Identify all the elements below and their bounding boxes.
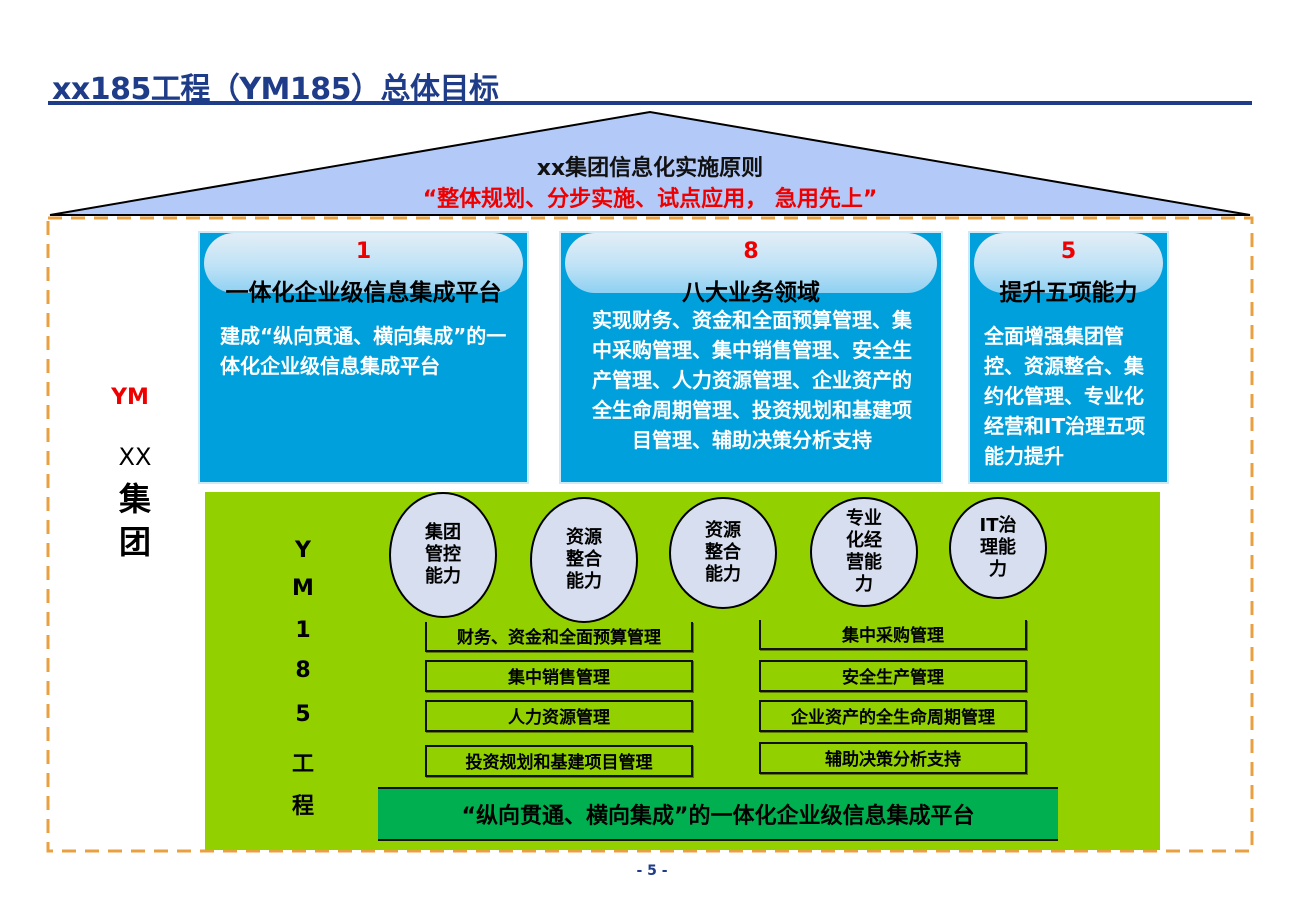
vertical-label-char: Y: [295, 538, 311, 563]
pillar-gloss: [204, 233, 523, 293]
pillar-gloss: [565, 233, 937, 293]
pillar-number: 1: [355, 239, 372, 264]
vertical-label-char: 程: [291, 794, 314, 819]
pillar-body: 建成“纵向贯通、横向集成”的一体化企业级信息集成平台: [220, 324, 507, 378]
capability-label: 资源整合能力: [566, 527, 602, 592]
pillar-heading: 八大业务领域: [682, 280, 820, 306]
side-label-ji: 集: [118, 480, 151, 518]
domain-box: 集中销售管理: [425, 660, 693, 692]
pillar-heading: 一体化企业级信息集成平台: [225, 280, 502, 306]
pillar-number: 5: [1060, 239, 1077, 264]
capability-label: 集团管控能力: [425, 522, 461, 587]
pillar-heading: 提升五项能力: [999, 280, 1138, 306]
capability-circle: 资源整合能力: [530, 497, 638, 623]
capability-label: 专业化经营能力: [846, 508, 882, 595]
vertical-label-char: M: [292, 576, 314, 601]
domain-box: 人力资源管理: [425, 700, 693, 732]
vertical-label-char: 工: [291, 752, 314, 777]
vertical-label-char: 1: [295, 618, 311, 643]
roof-triangle: [49, 110, 1251, 216]
capability-circle: 集团管控能力: [389, 492, 497, 618]
integration-platform-bar: “纵向贯通、横向集成”的一体化企业级信息集成平台: [378, 787, 1058, 841]
house-dashed-border: [46, 216, 1254, 853]
principle-slogan: “整体规划、分步实施、试点应用， 急用先上”: [422, 187, 878, 212]
domain-box: 集中采购管理: [759, 620, 1027, 650]
domain-box: 财务、资金和全面预算管理: [425, 622, 693, 652]
side-label-xx: XX: [118, 443, 152, 471]
side-label-tuan: 团: [118, 523, 151, 561]
domain-box: 辅助决策分析支持: [759, 742, 1027, 774]
domain-box: 企业资产的全生命周期管理: [759, 700, 1027, 732]
pillar-business-domains: 8 八大业务领域 实现财务、资金和全面预算管理、集中采购管理、集中销售管理、安全…: [561, 233, 941, 482]
page-number: - 5 -: [636, 863, 668, 879]
vertical-label-char: 8: [295, 658, 311, 683]
domain-box: 安全生产管理: [759, 660, 1027, 692]
title-underline: [48, 101, 1252, 105]
side-label-ym: YM: [111, 385, 149, 410]
capability-circle: IT治理能力: [949, 497, 1047, 599]
principle-heading: xx集团信息化实施原则: [536, 156, 764, 181]
pillar-platform: 1 一体化企业级信息集成平台 建成“纵向贯通、横向集成”的一体化企业级信息集成平…: [200, 233, 527, 482]
pillar-gloss: [974, 233, 1163, 293]
capability-label: 资源整合能力: [705, 520, 741, 585]
capability-label: IT治理能力: [979, 515, 1017, 580]
domain-box: 投资规划和基建项目管理: [425, 745, 693, 777]
capability-circle: 专业化经营能力: [810, 497, 918, 607]
pillar-body: 实现财务、资金和全面预算管理、集中采购管理、集中销售管理、安全生产管理、人力资源…: [592, 308, 912, 452]
pillar-capabilities: 5 提升五项能力 全面增强集团管控、资源整合、集约化管理、专业化经营和IT治理五…: [970, 233, 1167, 482]
pillar-number: 8: [743, 239, 759, 264]
vertical-label-char: 5: [295, 702, 311, 727]
capability-circle: 资源整合能力: [669, 497, 777, 609]
pillar-body: 全面增强集团管控、资源整合、集约化管理、专业化经营和IT治理五项能力提升: [984, 324, 1146, 468]
